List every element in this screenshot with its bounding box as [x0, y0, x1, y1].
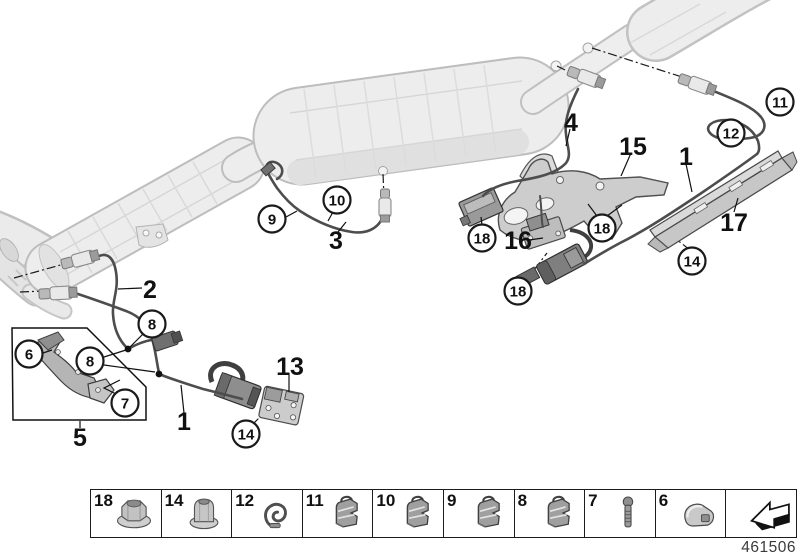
callout-circle-18[interactable]: 18 [587, 213, 617, 243]
bracket-13 [258, 385, 305, 426]
cable-connector [260, 161, 276, 177]
legend-part-number: 18 [94, 491, 113, 510]
legend-part-number: 12 [235, 491, 255, 510]
legend-part-number: 9 [446, 491, 457, 510]
svg-text:6: 6 [25, 347, 33, 364]
callout-circle-11[interactable]: 11 [765, 87, 795, 117]
part-label-15[interactable]: 15 [619, 133, 647, 161]
legend-part-number: 8 [517, 491, 528, 510]
clip-point [155, 370, 163, 378]
part-label-3[interactable]: 3 [329, 227, 343, 255]
callout-circle-8[interactable]: 8 [75, 346, 105, 376]
svg-text:12: 12 [723, 126, 740, 143]
legend-cell-10[interactable]: 10 [372, 490, 443, 537]
cable-clip-icon [477, 495, 500, 528]
leader-lines [42, 128, 739, 428]
cable-3 [264, 160, 384, 234]
legend-cell-18[interactable]: 18 [91, 490, 161, 537]
callout-circle-8[interactable]: 8 [137, 309, 167, 339]
callout-circle-14[interactable]: 14 [677, 246, 707, 276]
part-label-1[interactable]: 1 [679, 143, 693, 171]
legend-cell-9[interactable]: 9 [442, 490, 514, 537]
legend-cell-14[interactable]: 14 [160, 490, 232, 537]
cable-2 [95, 253, 129, 350]
svg-text:18: 18 [474, 231, 491, 248]
svg-text:14: 14 [684, 254, 701, 271]
svg-text:8: 8 [86, 354, 94, 371]
callout-circle-12[interactable]: 12 [716, 118, 746, 148]
svg-text:11: 11 [772, 95, 788, 112]
cable-clip-icon [406, 495, 429, 528]
legend-part-number: 6 [658, 491, 669, 510]
part-label-16[interactable]: 16 [504, 227, 532, 255]
part-5-group-box [11, 327, 147, 421]
diagram-number: 461506 [741, 539, 796, 556]
svg-text:18: 18 [594, 221, 611, 238]
part-5-assembly [33, 331, 115, 404]
oxygen-sensor [677, 73, 718, 97]
control-module-18-left [458, 187, 504, 227]
oxygen-sensor [378, 188, 392, 223]
svg-text:14: 14 [238, 427, 255, 444]
legend-part-number: 11 [305, 491, 324, 510]
svg-text:9: 9 [268, 212, 276, 229]
callout-circle-6[interactable]: 6 [14, 339, 44, 369]
cap-nut-icon [189, 498, 219, 530]
callout-circle-9[interactable]: 9 [257, 204, 287, 234]
svg-text:10: 10 [329, 193, 346, 210]
bolt-icon [622, 496, 634, 528]
nox-sensor-module [208, 361, 262, 410]
callout-circle-14[interactable]: 14 [231, 419, 261, 449]
bracket-17 [647, 150, 798, 253]
legend-cell-11[interactable]: 11 [301, 490, 373, 537]
flange-nut-icon [116, 499, 151, 529]
sensor-boss [550, 60, 562, 72]
legend-cell-return-arrow[interactable] [725, 490, 796, 537]
legend-part-number: 14 [164, 491, 184, 510]
part-label-17[interactable]: 17 [720, 209, 748, 237]
part-label-13[interactable]: 13 [276, 353, 304, 381]
callout-circle-18[interactable]: 18 [467, 223, 497, 253]
oxygen-sensors [38, 66, 718, 301]
legend-cell-7[interactable]: 7 [584, 490, 655, 537]
oxygen-sensor [566, 66, 607, 90]
cable-loop-11-12 [706, 88, 766, 156]
legend-part-number: 7 [588, 491, 598, 510]
part-label-2[interactable]: 2 [143, 276, 157, 304]
part-label-4[interactable]: 4 [564, 109, 578, 137]
sensor-module-center [515, 228, 594, 288]
oxygen-sensor [38, 285, 78, 301]
cable-clip-icon [336, 495, 359, 528]
fasteners-legend-table: 18 14 12 11 10 9 8 7 6 [90, 489, 797, 538]
oxygen-sensor [60, 249, 101, 270]
cable-clip-icon [547, 495, 570, 528]
svg-text:18: 18 [510, 284, 527, 301]
cable-4 [481, 87, 580, 198]
clip-point [124, 345, 132, 353]
legend-cell-12[interactable]: 12 [231, 490, 302, 537]
svg-text:8: 8 [148, 317, 156, 334]
svg-text:7: 7 [121, 396, 129, 413]
spring-clip-icon [263, 502, 287, 529]
sensor-boss [582, 42, 594, 54]
callout-circle-7[interactable]: 7 [110, 388, 140, 418]
legend-cell-8[interactable]: 8 [513, 490, 585, 537]
callout-circle-18[interactable]: 18 [503, 276, 533, 306]
return-arrow-icon [749, 500, 790, 531]
legend-part-number: 10 [376, 491, 396, 510]
part-label-1[interactable]: 1 [177, 408, 191, 436]
clamp-sleeve-icon [684, 503, 715, 527]
callout-circle-10[interactable]: 10 [322, 185, 352, 215]
legend-cell-6[interactable]: 6 [654, 490, 726, 537]
cable-1-right [582, 152, 759, 266]
part-label-5[interactable]: 5 [73, 424, 87, 452]
